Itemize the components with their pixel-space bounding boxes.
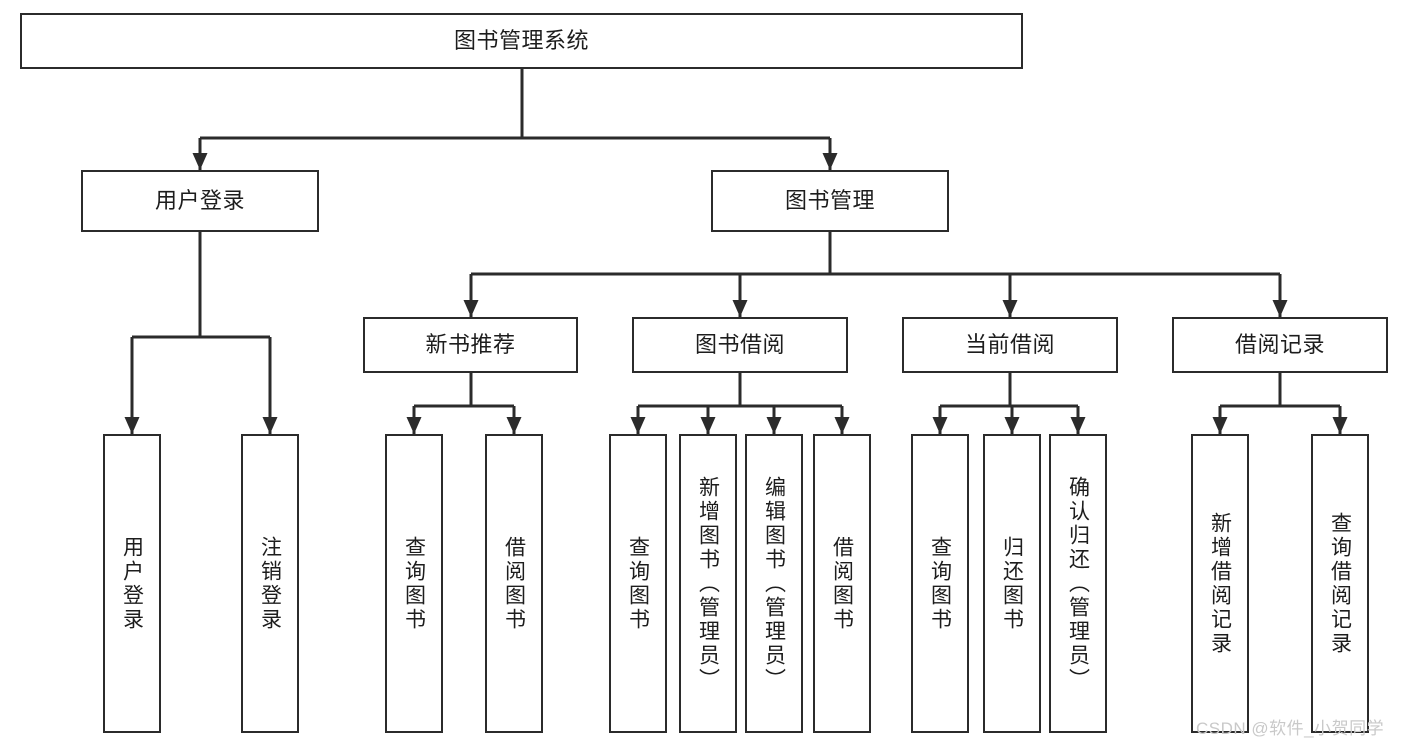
node-label-new-book-rec: 新书推荐 [425, 332, 516, 358]
node-leaf-query-record[interactable]: 查询借阅记录 [1311, 434, 1369, 733]
node-label-book-manage: 图书管理 [784, 188, 875, 214]
node-book-borrow[interactable]: 图书借阅 [632, 317, 848, 373]
node-label-borrow-record: 借阅记录 [1234, 332, 1325, 358]
node-label-current-borrow: 当前借阅 [964, 332, 1055, 358]
node-leaf-add-book[interactable]: 新增图书（管理员） [679, 434, 737, 733]
node-label-user-login: 用户登录 [154, 188, 245, 214]
node-label-leaf-query-book-1: 查询图书 [402, 535, 426, 632]
node-label-leaf-user-logout: 注销登录 [258, 535, 282, 632]
node-leaf-edit-book[interactable]: 编辑图书（管理员） [745, 434, 803, 733]
node-label-root: 图书管理系统 [453, 28, 589, 54]
node-leaf-query-book-3[interactable]: 查询图书 [911, 434, 969, 733]
node-label-leaf-borrow-book-2: 借阅图书 [830, 535, 854, 632]
node-leaf-user-login[interactable]: 用户登录 [103, 434, 161, 733]
node-label-leaf-borrow-book-1: 借阅图书 [502, 535, 526, 632]
node-label-leaf-query-book-2: 查询图书 [626, 535, 650, 632]
node-user-login[interactable]: 用户登录 [81, 170, 319, 232]
node-label-leaf-query-book-3: 查询图书 [928, 535, 952, 632]
node-label-book-borrow: 图书借阅 [694, 332, 785, 358]
node-label-leaf-query-record: 查询借阅记录 [1328, 511, 1352, 656]
node-book-manage[interactable]: 图书管理 [711, 170, 949, 232]
node-borrow-record[interactable]: 借阅记录 [1172, 317, 1388, 373]
node-leaf-confirm-return[interactable]: 确认归还（管理员） [1049, 434, 1107, 733]
node-new-book-rec[interactable]: 新书推荐 [363, 317, 578, 373]
node-leaf-borrow-book-2[interactable]: 借阅图书 [813, 434, 871, 733]
node-label-leaf-return-book: 归还图书 [1000, 535, 1024, 632]
node-leaf-return-book[interactable]: 归还图书 [983, 434, 1041, 733]
node-label-leaf-edit-book: 编辑图书（管理员） [762, 475, 786, 692]
node-label-leaf-add-book: 新增图书（管理员） [696, 475, 720, 692]
node-leaf-add-record[interactable]: 新增借阅记录 [1191, 434, 1249, 733]
node-current-borrow[interactable]: 当前借阅 [902, 317, 1118, 373]
node-label-leaf-user-login: 用户登录 [120, 535, 144, 632]
node-label-leaf-confirm-return: 确认归还（管理员） [1066, 475, 1090, 692]
node-label-leaf-add-record: 新增借阅记录 [1208, 511, 1232, 656]
node-leaf-borrow-book-1[interactable]: 借阅图书 [485, 434, 543, 733]
node-leaf-query-book-2[interactable]: 查询图书 [609, 434, 667, 733]
node-leaf-query-book-1[interactable]: 查询图书 [385, 434, 443, 733]
node-root[interactable]: 图书管理系统 [20, 13, 1023, 69]
node-leaf-user-logout[interactable]: 注销登录 [241, 434, 299, 733]
